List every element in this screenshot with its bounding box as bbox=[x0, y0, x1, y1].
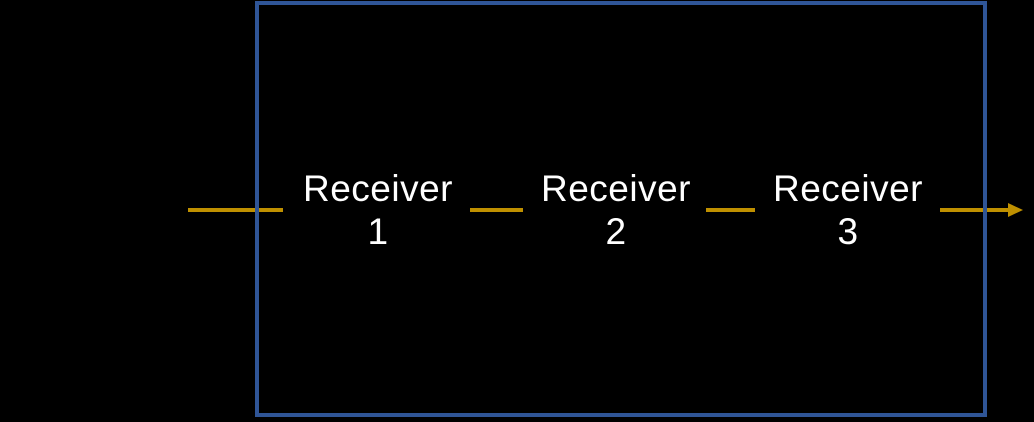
receiver-3-name: Receiver bbox=[773, 168, 923, 209]
output-flow-line bbox=[940, 208, 1008, 212]
receiver-2-label: Receiver 2 bbox=[506, 167, 726, 253]
output-arrowhead-icon bbox=[1008, 203, 1023, 217]
connector-line-receiver1-receiver2 bbox=[470, 208, 523, 212]
receiver-1-label: Receiver 1 bbox=[268, 167, 488, 253]
connector-line-receiver2-receiver3 bbox=[706, 208, 755, 212]
receiver-3-label: Receiver 3 bbox=[738, 167, 958, 253]
receiver-1-number: 1 bbox=[367, 211, 389, 252]
receiver-3-number: 3 bbox=[837, 211, 859, 252]
receiver-1-name: Receiver bbox=[303, 168, 453, 209]
receiver-2-name: Receiver bbox=[541, 168, 691, 209]
system-boundary-box bbox=[255, 1, 987, 417]
input-flow-line bbox=[188, 208, 283, 212]
receiver-2-number: 2 bbox=[605, 211, 627, 252]
